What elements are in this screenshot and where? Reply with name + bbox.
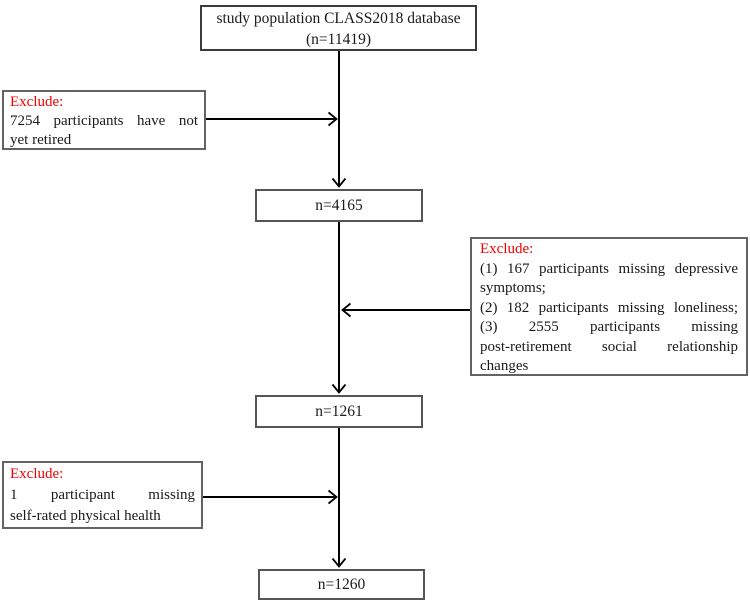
box-n-1261: n=1261: [255, 395, 423, 428]
exclude2-line2: symptoms;: [480, 280, 546, 296]
exclude1-line2: yet retired: [10, 131, 72, 148]
arrow-top-to-n4165: [331, 51, 347, 188]
arrow-exclude2-to-spine: [341, 302, 470, 318]
box-exclude-missing-data: Exclude: (1) 167 participants missing de…: [470, 237, 748, 376]
arrow-n1261-to-n1260: [331, 428, 347, 568]
study-population-count: (n=11419): [306, 31, 371, 48]
box-n-4165: n=4165: [255, 189, 423, 222]
box-study-population: study population CLASS2018 database (n=1…: [200, 5, 477, 51]
exclude-label: Exclude:: [480, 241, 534, 257]
exclude-label: Exclude:: [10, 466, 64, 482]
study-population-line1: study population CLASS2018 database: [216, 10, 461, 27]
arrow-exclude3-to-spine: [203, 489, 338, 505]
exclude-label: Exclude:: [10, 94, 64, 110]
exclude2-line3: (2) 182 participants missing loneliness;: [480, 299, 738, 316]
exclude2-line1: (1) 167 participants missing depressive: [480, 260, 738, 277]
exclude1-line1: 7254 participants have not: [10, 112, 198, 129]
box-exclude-not-retired: Exclude: 7254 participants have not yet …: [2, 90, 206, 150]
exclude3-line1: 1 participant missing: [10, 487, 195, 503]
n-1261-label: n=1261: [315, 402, 363, 420]
box-n-1260: n=1260: [258, 569, 425, 600]
exclude3-line2: self-rated physical health: [10, 508, 161, 524]
n-1260-label: n=1260: [317, 575, 366, 593]
exclude2-line6: changes: [480, 358, 529, 374]
arrow-n4165-to-n1261: [331, 222, 347, 394]
exclude2-line4: (3) 2555 participants missing: [480, 319, 738, 335]
exclude2-line5: post-retirement social relationship: [480, 338, 738, 355]
n-4165-label: n=4165: [315, 196, 363, 214]
arrow-exclude1-to-spine: [206, 111, 338, 127]
box-exclude-self-rated-health: Exclude: 1 participant missing self-rate…: [2, 461, 203, 529]
